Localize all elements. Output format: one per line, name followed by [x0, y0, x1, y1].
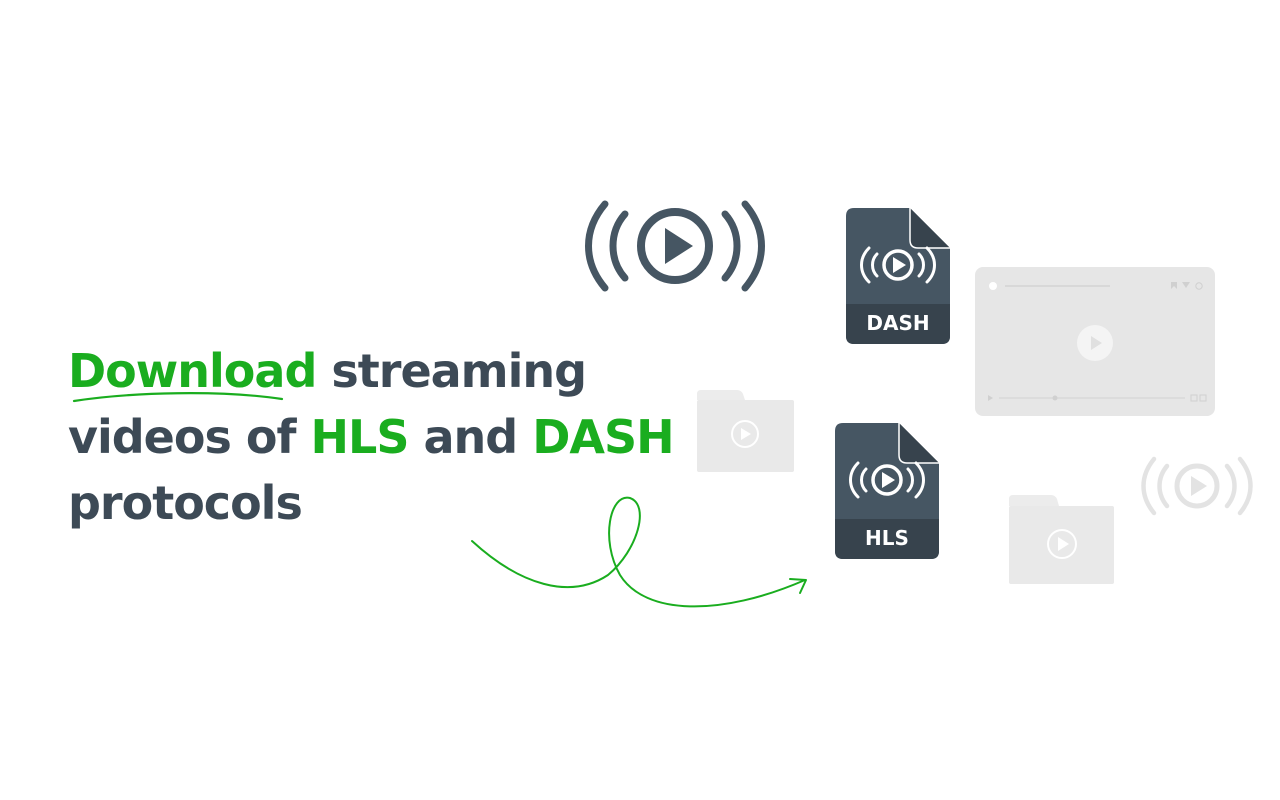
broadcast-play-icon-faded	[1141, 456, 1253, 516]
headline: Download streaming videos of HLS and DAS…	[68, 338, 675, 536]
headline-dash-word: DASH	[532, 410, 674, 464]
headline-line-2: videos of HLS and DASH	[68, 404, 675, 470]
file-dash-icon: DASH	[846, 208, 950, 344]
headline-download-word: Download	[68, 338, 317, 404]
headline-and-word: and	[423, 410, 518, 464]
headline-streaming-word: streaming	[331, 344, 587, 398]
file-hls-icon: HLS	[835, 423, 939, 559]
folder-video-icon	[697, 390, 794, 472]
file-dash-shape	[846, 208, 950, 344]
headline-line-3: protocols	[68, 476, 303, 530]
curved-arrow	[471, 496, 807, 608]
file-hls-label: HLS	[865, 526, 909, 550]
headline-hls-word: HLS	[310, 410, 410, 464]
file-dash-label: DASH	[866, 311, 930, 335]
broadcast-play-icon	[585, 200, 765, 292]
headline-line-1: Download streaming	[68, 338, 668, 404]
file-hls-shape	[835, 423, 939, 559]
headline-videos-of: videos of	[68, 410, 296, 464]
video-player-placeholder	[975, 267, 1215, 416]
folder-video-icon-secondary	[1009, 495, 1114, 584]
download-underline	[72, 392, 284, 403]
